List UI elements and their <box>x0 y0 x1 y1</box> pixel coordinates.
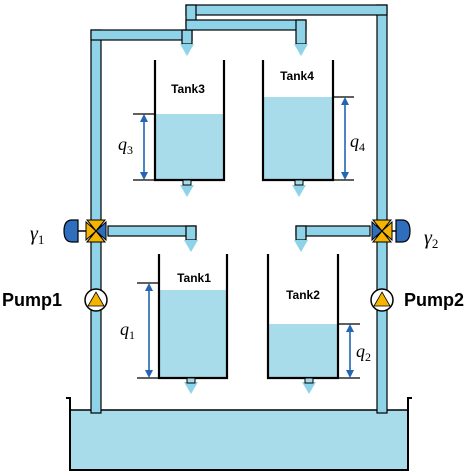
tank1-level-symbol: q1 <box>120 319 135 342</box>
top-left-header-pipe <box>90 29 193 41</box>
tank3: Tank3 q3 <box>118 60 226 186</box>
valve1-gamma-label: γ1 <box>30 223 44 247</box>
tank3-inlet-arrow <box>180 44 194 56</box>
tank4-inlet-arrow <box>294 44 308 56</box>
tank1-water <box>159 290 227 378</box>
tank4: Tank4 q4 <box>261 60 365 186</box>
valve1: γ1 <box>30 219 107 247</box>
tank2-inlet-arrow <box>294 240 308 252</box>
valve2: γ2 <box>371 219 438 251</box>
tank1: Tank1 q1 <box>120 254 229 384</box>
tank2-water <box>268 324 338 378</box>
pipe-seams <box>92 6 386 235</box>
tank3-outlet-arrow <box>180 185 194 197</box>
reservoir <box>66 397 412 471</box>
tank2-branch-pipe <box>295 225 371 237</box>
inlet-arrows <box>180 44 316 394</box>
tank3-level-symbol: q3 <box>118 134 133 157</box>
tank2: Tank2 q2 <box>266 254 371 384</box>
valve1-actuator <box>63 219 79 243</box>
tank4-level-symbol: q4 <box>350 131 365 154</box>
tank1-branch-pipe <box>107 225 197 237</box>
top-right-header-pipe <box>185 4 388 16</box>
tank1-outlet-arrow <box>184 382 198 394</box>
pump1-label: Pump1 <box>2 290 62 310</box>
tank1-label: Tank1 <box>177 271 211 285</box>
right-riser-pipe <box>376 4 388 414</box>
pipe-network <box>90 4 388 414</box>
tank2-label: Tank2 <box>286 288 320 302</box>
pump2: Pump2 <box>370 288 464 312</box>
pump1: Pump1 <box>2 288 108 312</box>
tank4-outlet-arrow <box>292 185 306 197</box>
valve2-gamma-label: γ2 <box>424 227 438 251</box>
pump2-label: Pump2 <box>404 290 464 310</box>
crossover-pipe <box>185 19 307 31</box>
tank3-water <box>155 114 224 180</box>
tank2-outlet-arrow <box>302 382 316 394</box>
tank2-level-symbol: q2 <box>356 341 371 364</box>
tank4-water <box>263 97 333 180</box>
tank1-inlet-arrow <box>184 240 198 252</box>
valve2-actuator <box>395 219 411 243</box>
tank3-label: Tank3 <box>171 82 205 96</box>
tank4-label: Tank4 <box>280 69 314 83</box>
